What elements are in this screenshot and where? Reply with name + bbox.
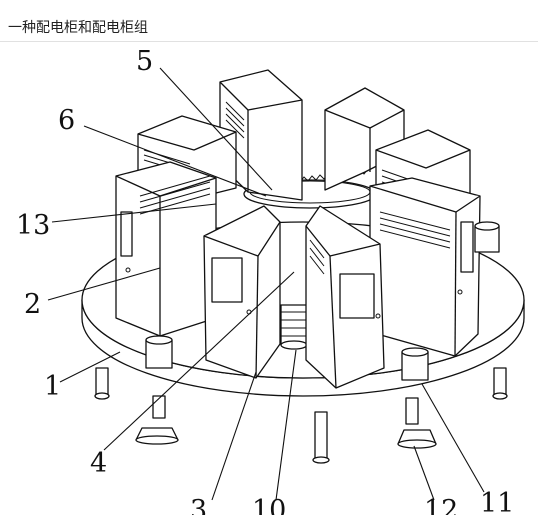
leg-front-mid	[312, 411, 330, 464]
patent-drawing: 5 6 13 2 1 4 3 10 12 11	[0, 42, 538, 519]
callout-3: 3	[190, 495, 207, 515]
post-right-front	[401, 347, 429, 381]
callout-5: 5	[136, 46, 153, 77]
cabinet-left	[115, 161, 217, 337]
callout-11: 11	[480, 488, 514, 515]
central-shaft-gear	[280, 304, 308, 350]
cabinet-back-center	[219, 69, 303, 201]
foot-pad-left	[135, 427, 179, 445]
title-bar: 一种配电柜和配电柜组	[0, 0, 538, 42]
cabinet-front-left	[203, 205, 281, 379]
page-title: 一种配电柜和配电柜组	[8, 20, 148, 36]
callout-10: 10	[252, 495, 286, 515]
leg-left	[94, 367, 110, 400]
leg-front-left	[152, 395, 166, 419]
leg-right	[492, 367, 508, 400]
callout-4: 4	[90, 448, 107, 479]
leader-lines	[47, 67, 485, 501]
callout-1: 1	[44, 371, 61, 402]
leg-front-right	[405, 397, 419, 425]
post-back-right	[474, 221, 500, 253]
cabinet-right	[369, 177, 481, 357]
callout-12: 12	[424, 495, 458, 515]
cabinet-group-drawing: 5 6 13 2 1 4 3 10 12 11	[16, 46, 525, 519]
post-left	[145, 335, 173, 369]
cabinet-front-right	[305, 205, 385, 389]
callout-6: 6	[58, 105, 75, 136]
foot-pad-right	[397, 429, 437, 449]
callout-2: 2	[24, 289, 41, 320]
callout-13: 13	[16, 210, 50, 241]
